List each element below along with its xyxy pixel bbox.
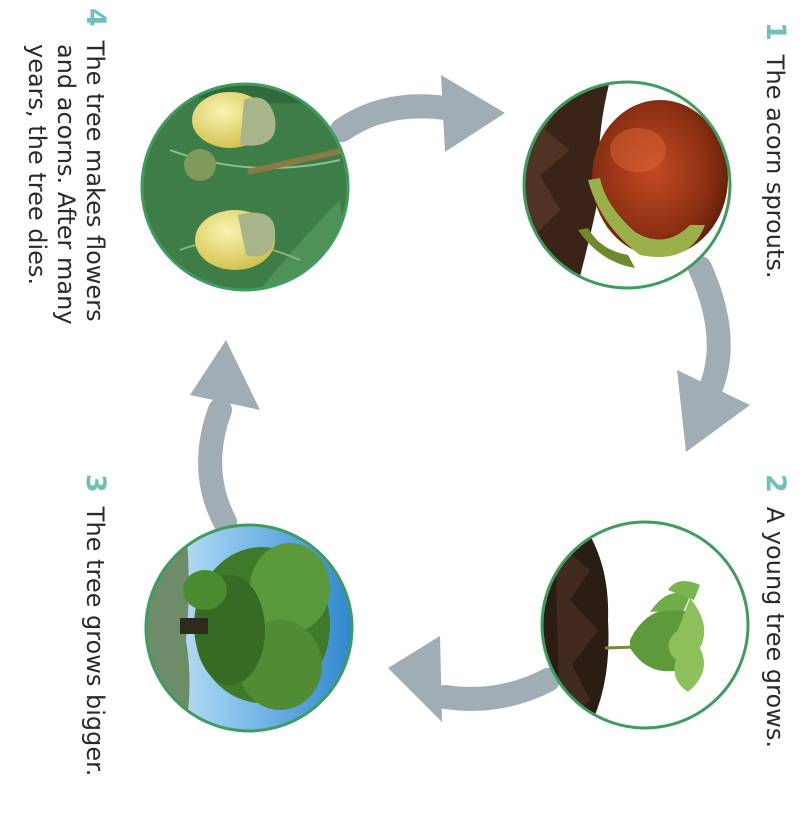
stage-3-label: 3The tree grows bigger. xyxy=(80,474,110,776)
oak-flowers-acorns-photo xyxy=(140,82,355,297)
stage-1-text: The acorn sprouts. xyxy=(761,55,789,279)
arrow-4-to-1 xyxy=(342,75,505,152)
stage-4-label: 4The tree makes flowers and acorns. Afte… xyxy=(22,8,110,325)
stage-4-text-line-3: years, the tree dies. xyxy=(22,8,51,325)
stage-3-number: 3 xyxy=(80,474,111,493)
stage-2-text: A young tree grows. xyxy=(761,507,789,748)
stage-3-text: The tree grows bigger. xyxy=(81,507,109,777)
stage-4-text-line-2: and acorns. After many xyxy=(51,8,80,325)
grown-oak-tree-photo xyxy=(140,520,355,735)
arrow-1-to-2 xyxy=(677,268,750,452)
arrow-3-to-4 xyxy=(190,340,260,522)
stage-1-label: 1The acorn sprouts. xyxy=(760,22,790,278)
arrow-2-to-3 xyxy=(388,636,548,722)
stage-4-number: 4 xyxy=(80,8,111,27)
stage-4-text-line-1: The tree makes flowers xyxy=(81,41,109,322)
stage-1-number: 1 xyxy=(760,22,791,41)
seedling-photo xyxy=(540,520,755,735)
stage-2-label: 2 A young tree grows. xyxy=(760,474,790,748)
stage-2-number: 2 xyxy=(760,474,791,493)
